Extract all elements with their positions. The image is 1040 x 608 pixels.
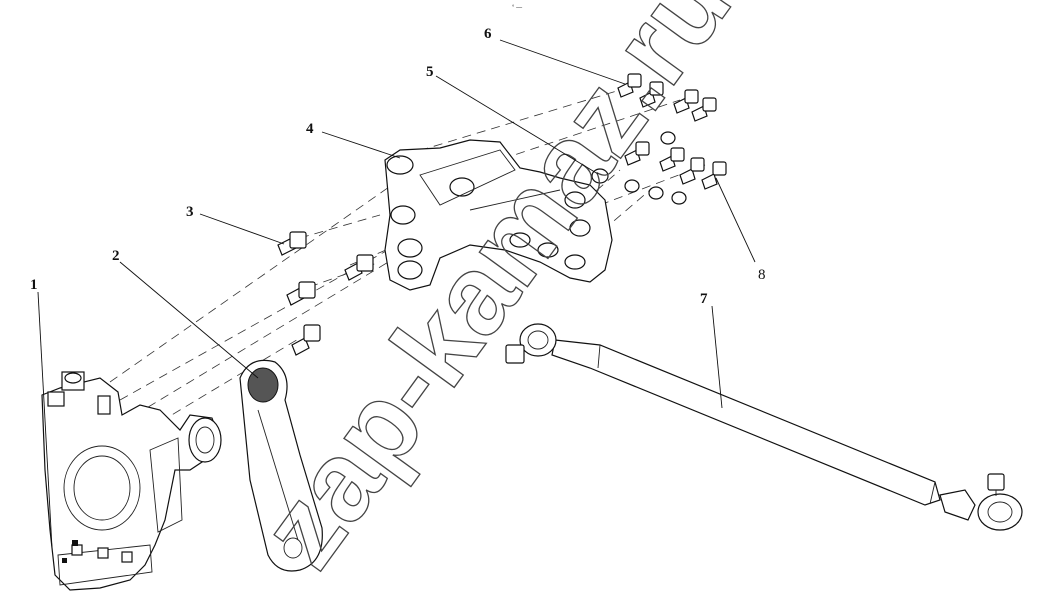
bracket: [384, 139, 613, 291]
callout-2: 2: [112, 248, 120, 264]
steering-gear: [41, 371, 222, 591]
callout-8: 8: [758, 267, 766, 283]
callouts: 1 2 3 4 5 6 7 8: [30, 26, 766, 307]
leader-lines: [37, 39, 756, 549]
callout-3: 3: [186, 204, 194, 220]
pitman-arm: [239, 359, 323, 572]
callout-7: 7: [700, 291, 708, 307]
bolts-left: [277, 231, 374, 356]
corner-mark: ° —: [512, 5, 522, 11]
bolts-right: [617, 73, 727, 190]
nuts: [591, 131, 687, 205]
callout-1: 1: [30, 277, 38, 293]
tie-rod: [505, 323, 1023, 531]
callout-6: 6: [484, 26, 492, 42]
callout-5: 5: [426, 64, 434, 80]
callout-4: 4: [306, 121, 314, 137]
